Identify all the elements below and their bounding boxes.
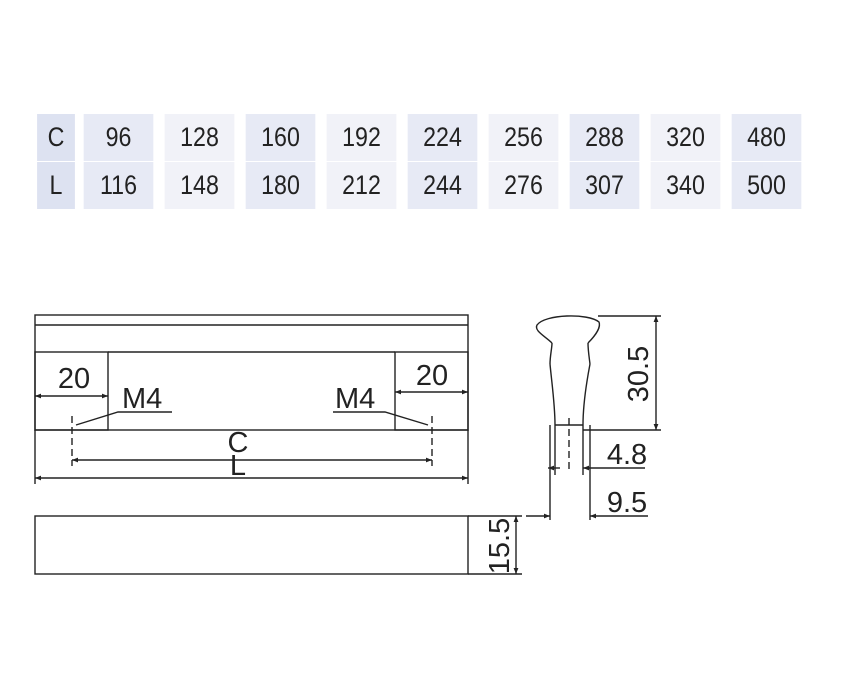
table-cell: 116 [83,161,154,209]
stem-left-edge [549,363,556,426]
side-view [526,315,661,520]
table-cell: 307 [569,161,640,209]
left-leg-width-label: 20 [58,363,90,395]
table-cell: 128 [164,114,235,162]
table-cell: 500 [731,161,802,209]
front-view-labels: 20 20 M4 M4 C L [58,360,448,482]
thickness-label: 15.5 [484,518,516,574]
handle-outline [34,314,469,431]
table-cell: 180 [245,161,316,209]
table-cell: 256 [488,114,559,162]
top-view-labels: 15.5 [484,518,516,574]
table-cell: 276 [488,161,559,209]
table-cell: 288 [569,114,640,162]
stem-right-edge [582,363,591,426]
head-left-neck [549,342,553,365]
handle-head-profile [535,315,601,344]
side-view-labels: 30.5 4.8 9.5 [607,346,655,519]
head-right-neck [587,342,591,365]
table-cell: 480 [731,114,802,162]
table-cell: 340 [650,161,721,209]
base-width-label: 9.5 [607,487,647,519]
top-view-outline [34,515,469,575]
top-view [34,515,522,575]
table-cell: 224 [407,114,478,162]
table-cell: 148 [164,161,235,209]
table-cell: 212 [326,161,397,209]
row-label-l: L [37,161,75,209]
center-distance-label: C [228,427,249,459]
front-view [34,314,469,484]
table-cell: 96 [83,114,154,162]
right-leg-width-label: 20 [416,360,448,392]
right-thread-label: M4 [335,383,375,415]
left-thread-label: M4 [122,383,162,415]
table-row-c: C 96 128 160 192 224 256 288 320 480 [34,114,807,162]
table-row-l: L 116 148 180 212 244 276 307 340 500 [34,161,807,209]
table-cell: 320 [650,114,721,162]
table-cell: 244 [407,161,478,209]
overall-length-label: L [230,450,246,482]
row-label-c: C [37,114,75,162]
table-cell: 160 [245,114,316,162]
height-label: 30.5 [623,346,655,402]
table-cell: 192 [326,114,397,162]
size-table: C 96 128 160 192 224 256 288 320 480 L 1… [34,114,807,209]
left-thread-leader [75,411,172,426]
right-thread-leader [333,411,429,426]
stem-width-label: 4.8 [607,439,647,471]
